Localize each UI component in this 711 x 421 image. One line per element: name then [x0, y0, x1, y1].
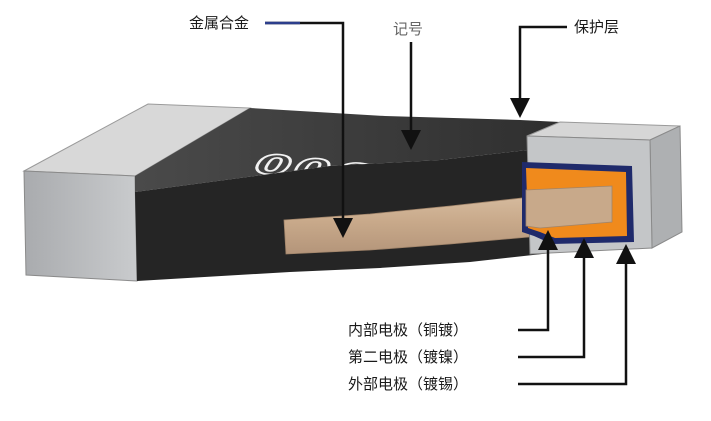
label-protective-layer: 保护层 — [574, 18, 619, 36]
label-second-electrode: 第二电极（镀镍） — [348, 348, 468, 366]
label-inner-electrode: 内部电极（铜镀） — [348, 321, 468, 339]
leader-second-electrode — [518, 238, 594, 359]
label-metal-alloy: 金属合金 — [189, 14, 249, 32]
leader-inner-electrode — [518, 230, 558, 332]
leader-outer-electrode — [518, 244, 636, 386]
label-outer-electrode: 外部电极（镀锡） — [348, 375, 468, 393]
metal-alloy-end — [525, 185, 613, 229]
body-front-face — [135, 142, 560, 281]
right-end-cap — [522, 121, 683, 255]
leader-protective-layer — [510, 25, 567, 118]
label-marking: 记号 — [393, 20, 423, 38]
left-end-cap — [22, 103, 252, 282]
left-cap-front — [23, 170, 138, 282]
body-top-surface — [135, 108, 560, 192]
right-cap-side — [649, 125, 683, 249]
